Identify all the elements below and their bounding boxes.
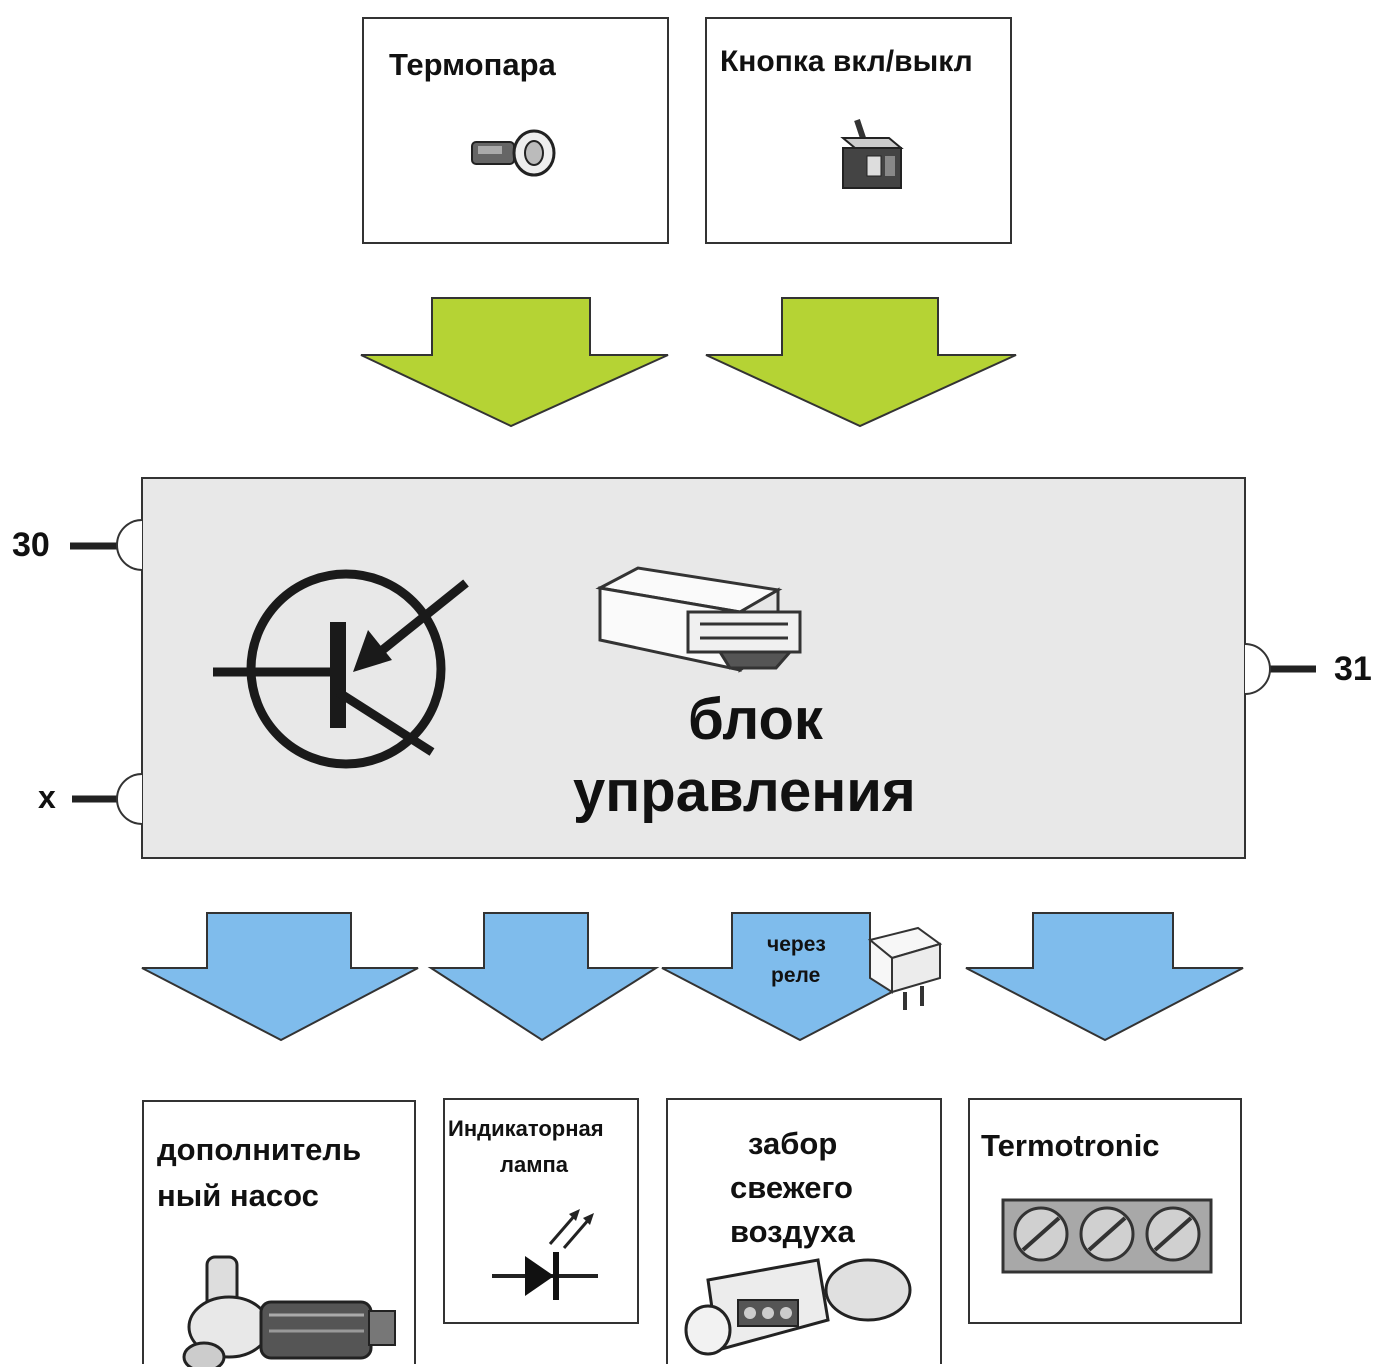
output-box-indicator-lamp: Индикаторная лампа: [443, 1098, 639, 1324]
output-box-fresh-air: забор свежего воздуха: [666, 1098, 942, 1364]
input-box-power-button: Кнопка вкл/выкл: [705, 17, 1012, 244]
output-label-pump-line1: дополнитель: [157, 1132, 362, 1167]
output-label-air-line3: воздуха: [730, 1214, 855, 1249]
output-label-air-line1: забор: [748, 1126, 838, 1161]
relay-note-line2: реле: [771, 964, 821, 987]
output-box-termotronic: Termotronic: [968, 1098, 1242, 1324]
output-arrow-2: [427, 912, 660, 1042]
control-unit-device-icon: [595, 566, 802, 673]
output-label-lamp-line1: Индикаторная: [448, 1116, 604, 1141]
control-unit-title-line2: управления: [573, 759, 916, 824]
output-label-air-line2: свежего: [730, 1170, 853, 1205]
input-arrow-1: [360, 297, 669, 428]
relay-note-line1: через: [767, 933, 826, 956]
control-unit-title-line1: блок: [688, 687, 823, 752]
pin-x-connector: [72, 773, 143, 825]
pin-label-30: 30: [12, 526, 50, 564]
output-arrow-4: [965, 912, 1244, 1042]
output-label-termotronic: Termotronic: [981, 1128, 1160, 1163]
water-pump-icon: [182, 1255, 396, 1367]
input-label-thermocouple: Термопара: [389, 47, 556, 82]
pin-label-31: 31: [1334, 650, 1372, 688]
pin-label-x: x: [38, 779, 56, 815]
relay-icon: [867, 926, 943, 1010]
thermocouple-icon: [471, 129, 556, 177]
pin-30-connector: [70, 519, 143, 571]
pin-31-connector: [1244, 643, 1316, 695]
input-label-power-button: Кнопка вкл/выкл: [720, 45, 973, 78]
output-label-lamp-line2: лампа: [500, 1152, 569, 1177]
air-intake-flap-icon: [684, 1258, 912, 1356]
output-box-pump: дополнитель ный насос: [142, 1100, 416, 1367]
input-box-thermocouple: Термопара: [362, 17, 669, 244]
transistor-icon: [213, 569, 469, 769]
climate-control-panel-icon: [1001, 1198, 1213, 1274]
toggle-switch-icon: [840, 119, 904, 189]
input-arrow-2: [705, 297, 1017, 428]
output-arrow-1: [141, 912, 419, 1042]
led-diode-icon: [492, 1209, 598, 1300]
output-label-pump-line2: ный насос: [157, 1178, 319, 1213]
